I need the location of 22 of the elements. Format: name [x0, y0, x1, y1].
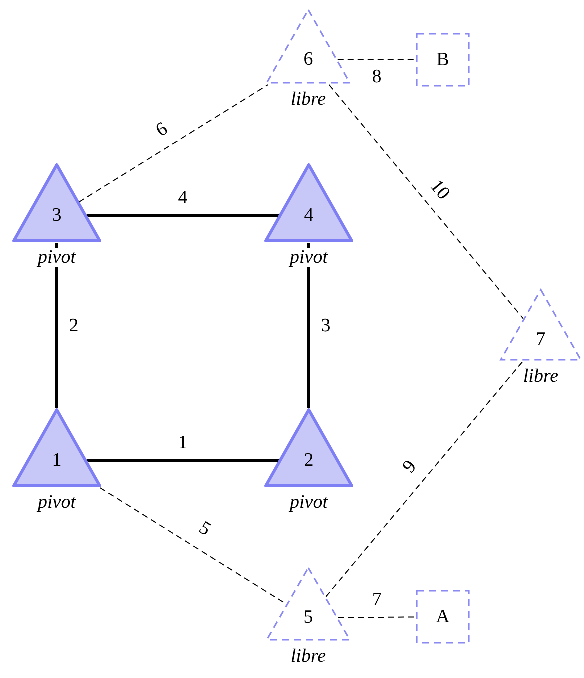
connector-line — [338, 616, 416, 618]
node-number: A — [436, 608, 450, 626]
node-number: 1 — [52, 451, 62, 470]
node-number: 3 — [52, 206, 62, 225]
node-caption: pivot — [37, 248, 77, 267]
connector-line — [308, 243, 310, 408]
edge-label: 3 — [320, 316, 332, 335]
connector-line — [328, 84, 524, 320]
connector-line — [86, 214, 280, 218]
node-number: 4 — [304, 206, 314, 225]
connector-line — [78, 84, 269, 203]
node-number: B — [436, 50, 450, 70]
connector-line — [326, 362, 524, 598]
node-caption: pivot — [289, 493, 329, 512]
connector-line — [56, 243, 58, 408]
node-caption: pivot — [37, 493, 77, 512]
node-number: 6 — [304, 50, 314, 69]
node-number: 7 — [536, 330, 546, 349]
node-number: 5 — [304, 608, 314, 627]
node-number: 2 — [304, 451, 314, 470]
node-caption: pivot — [289, 248, 329, 267]
connector-line — [86, 460, 280, 462]
